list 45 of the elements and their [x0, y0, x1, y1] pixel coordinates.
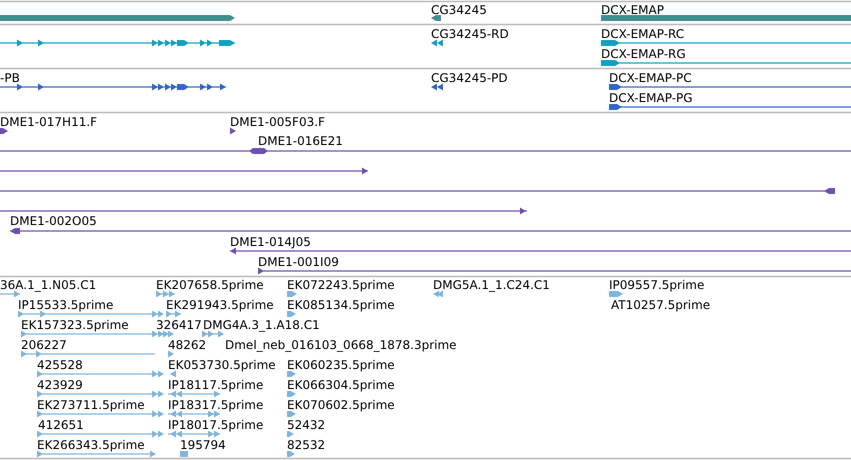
feature-label: DME1-005F03.F — [230, 115, 325, 129]
feature-label: 425528 — [37, 358, 83, 372]
feature-label: -PB — [0, 71, 20, 85]
feature-label: 326417 — [156, 318, 202, 332]
feature-label: DMG4A.3_1.A18.C1 — [203, 318, 320, 332]
feature-label: DCX-EMAP-PG — [609, 91, 693, 105]
feature-label: EK207658.5prime — [156, 278, 264, 292]
feature-label: 195794 — [180, 438, 226, 452]
feature-label: CG34245-PD — [431, 71, 508, 85]
feature-label: EK273711.5prime — [37, 398, 145, 412]
feature-label: IP18117.5prime — [168, 378, 264, 392]
feature-label: EK072243.5prime — [287, 278, 395, 292]
feature-label: DME1-017H11.F — [0, 115, 98, 129]
feature-label: 52432 — [287, 418, 326, 432]
feature-label: DME1-001I09 — [258, 255, 339, 269]
feature-label: DCX-EMAP-RC — [601, 27, 684, 41]
feature-label: CG34245-RD — [431, 27, 509, 41]
feature-label: DME1-016E21 — [258, 134, 343, 148]
feature-label: DME1-002O05 — [10, 214, 97, 228]
feature-label: IP09557.5prime — [609, 278, 704, 292]
feature-label: EK291943.5prime — [166, 298, 274, 312]
feature-label: EK053730.5prime — [168, 358, 276, 372]
feature-label: 423929 — [37, 378, 83, 392]
feature-label: 36A.1_1.N05.C1 — [0, 278, 96, 292]
feature-label: 82532 — [287, 438, 326, 452]
feature-label: DCX-EMAP — [601, 3, 664, 17]
feature-label: IP18317.5prime — [168, 398, 264, 412]
feature-label: DCX-EMAP-PC — [609, 71, 692, 85]
feature-label: Dmel_neb_016103_0668_1878.3prime — [225, 338, 457, 352]
feature-label: 412651 — [38, 418, 84, 432]
feature-label: DMG5A.1_1.C24.C1 — [433, 278, 550, 292]
feature-label: AT10257.5prime — [611, 298, 710, 312]
feature-label: CG34245 — [431, 3, 487, 17]
feature-label: IP15533.5prime — [18, 298, 114, 312]
feature-label: 48262 — [168, 338, 206, 352]
feature-label: EK266343.5prime — [37, 438, 145, 452]
feature-label: EK085134.5prime — [287, 298, 395, 312]
feature-label: IP18017.5prime — [168, 418, 264, 432]
feature-label: DCX-EMAP-RG — [601, 47, 686, 61]
feature-label: EK070602.5prime — [287, 398, 395, 412]
feature-label: EK157323.5prime — [21, 318, 129, 332]
feature-label: DME1-014J05 — [230, 235, 311, 249]
feature-label: EK060235.5prime — [287, 358, 395, 372]
feature-label: 206227 — [21, 338, 67, 352]
feature-label: EK066304.5prime — [287, 378, 395, 392]
